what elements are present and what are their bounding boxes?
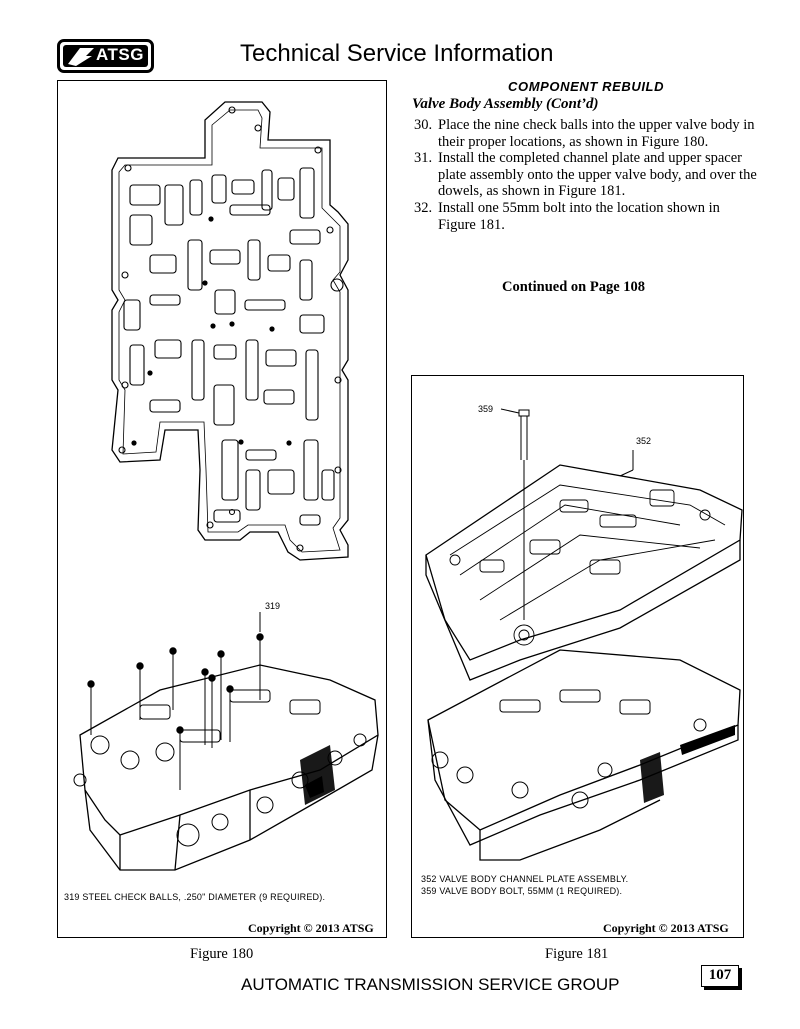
figure-180-copyright: Copyright © 2013 ATSG <box>248 921 374 935</box>
figure-181-legend-352: 352 VALVE BODY CHANNEL PLATE ASSEMBLY. <box>421 874 629 884</box>
figure-181-frame <box>411 375 744 938</box>
figure-181-copyright: Copyright © 2013 ATSG <box>603 921 729 935</box>
logo-emblem-icon <box>68 48 94 66</box>
step-item: 32. Install one 55mm bolt into the locati… <box>414 200 759 233</box>
page-title: Technical Service Information <box>240 40 554 67</box>
section-title: COMPONENT REBUILD <box>508 79 665 94</box>
callout-359: 359 <box>478 404 494 414</box>
figure-180-legend: 319 STEEL CHECK BALLS, .250" DIAMETER (9… <box>64 892 326 902</box>
footer-org: AUTOMATIC TRANSMISSION SERVICE GROUP <box>241 975 620 994</box>
figure-181-caption: Figure 181 <box>545 946 609 962</box>
logo-text: ATSG <box>96 45 144 64</box>
step-item: 30. Place the nine check balls into the u… <box>414 117 759 150</box>
callout-352: 352 <box>636 436 652 446</box>
step-text: Install one 55mm bolt into the location … <box>438 199 720 233</box>
figure-181-legend-359: 359 VALVE BODY BOLT, 55MM (1 REQUIRED). <box>421 886 623 896</box>
callout-319: 319 <box>265 601 281 611</box>
step-number: 31. <box>414 150 433 167</box>
page-number: 107 <box>701 965 739 987</box>
step-list: 30. Place the nine check balls into the u… <box>414 117 759 233</box>
atsg-logo-icon: ATSG <box>57 39 154 73</box>
figure-180-caption: Figure 180 <box>190 946 254 962</box>
section-subtitle: Valve Body Assembly (Cont’d) <box>412 96 599 112</box>
step-text: Place the nine check balls into the uppe… <box>438 117 755 150</box>
continued-note: Continued on Page 108 <box>502 279 646 295</box>
step-text: Install the completed channel plate and … <box>438 150 757 200</box>
step-number: 32. <box>414 199 433 216</box>
step-item: 31. Install the completed channel plate a… <box>414 150 759 200</box>
step-number: 30. <box>414 117 433 133</box>
